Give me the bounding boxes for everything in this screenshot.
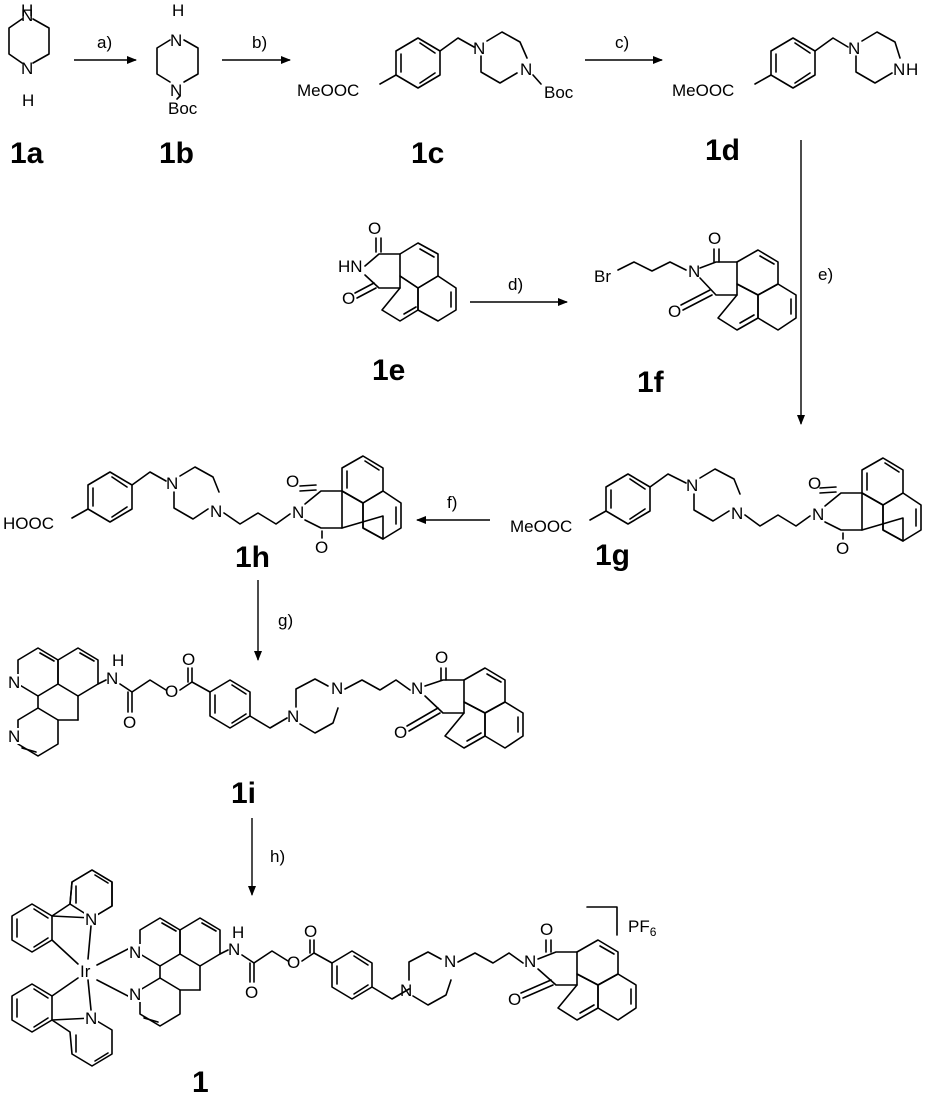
atom-O: O — [394, 723, 407, 742]
compound-1g: MeOOC N N N O O 1g — [510, 457, 922, 572]
atom-N: N — [473, 39, 485, 58]
atom-N: N — [287, 707, 299, 726]
atom-H: H — [21, 1, 33, 20]
imide-NH: HN — [338, 257, 363, 276]
atom-O: O — [668, 302, 681, 321]
atom-N: N — [520, 60, 532, 79]
step-label: c) — [615, 33, 629, 52]
ester-group: MeOOC — [510, 517, 572, 536]
atom-O: O — [708, 229, 721, 248]
compound-1: N N Ir N N H N — [11, 869, 657, 1097]
atom-O: O — [508, 990, 521, 1009]
compound-label: 1f — [637, 366, 665, 399]
atom-N: N — [400, 981, 412, 1000]
compound-label: 1d — [705, 134, 740, 167]
atom-O: O — [808, 474, 821, 493]
atom-H: H — [112, 651, 124, 670]
step-label: d) — [508, 275, 523, 294]
atom-N: N — [228, 940, 240, 959]
compound-label: 1g — [595, 539, 630, 572]
boc-group: Boc — [544, 83, 574, 102]
atom-N: N — [524, 952, 536, 971]
bromine: Br — [594, 267, 611, 286]
iridium: Ir — [80, 962, 91, 981]
ester-group: MeOOC — [297, 81, 359, 100]
step-label: h) — [270, 847, 285, 866]
compound-1c: MeOOC N N Boc 1c — [297, 31, 574, 170]
pyridine-N: N — [85, 1009, 97, 1028]
atom-N: N — [893, 60, 905, 79]
atom-N: N — [129, 943, 141, 962]
atom-N: N — [166, 474, 178, 493]
atom-H: H — [232, 923, 244, 942]
step-label: g) — [278, 611, 293, 630]
atom-N: N — [812, 505, 824, 524]
atom-N: N — [331, 679, 343, 698]
atom-N: N — [848, 39, 860, 58]
counterion: PF6 — [628, 917, 657, 939]
compound-label: 1e — [372, 354, 405, 387]
compound-label: 1b — [159, 137, 194, 170]
atom-O: O — [315, 538, 328, 557]
atom-O: O — [245, 983, 258, 1002]
atom-N: N — [686, 476, 698, 495]
atom-N: N — [292, 503, 304, 522]
compound-1e: O HN O 1e — [338, 219, 457, 387]
atom-N: N — [106, 669, 118, 688]
compound-label: 1i — [231, 777, 256, 810]
atom-O: O — [540, 920, 553, 939]
compound-1d: MeOOC N N H 1d — [672, 31, 918, 167]
ester-group: MeOOC — [672, 81, 734, 100]
atom-O: O — [182, 650, 195, 669]
atom-O: O — [342, 289, 355, 308]
atom-H: H — [22, 91, 34, 110]
acid-group: HOOC — [3, 514, 54, 533]
atom-N: N — [21, 59, 33, 78]
atom-N: N — [411, 679, 423, 698]
atom-O: O — [287, 953, 300, 972]
atom-N: N — [170, 81, 182, 100]
atom-H: H — [172, 1, 184, 20]
step-label: e) — [818, 265, 833, 284]
atom-N: N — [210, 502, 222, 521]
atom-N: N — [21, 6, 33, 25]
step-label: b) — [252, 33, 267, 52]
atom-N: N — [688, 262, 700, 281]
atom-N: N — [444, 952, 456, 971]
compound-1i: N N H N O O O N N N O O — [7, 647, 524, 810]
atom-N: N — [731, 504, 743, 523]
compound-label: 1a — [10, 137, 44, 170]
compound-label: 1c — [411, 137, 444, 170]
atom-H: H — [906, 60, 918, 79]
boc-group: Boc — [168, 99, 198, 118]
atom-O: O — [435, 648, 448, 667]
atom-O: O — [123, 713, 136, 732]
atom-O: O — [368, 219, 381, 238]
atom-O: O — [165, 682, 178, 701]
compound-label: 1h — [235, 541, 270, 574]
compound-1f: Br N O O 1f — [594, 229, 797, 399]
step-label: f) — [447, 493, 457, 512]
compound-1b: H N N Boc 1b — [156, 1, 199, 170]
compound-1a: N H N H 1a — [8, 1, 50, 170]
atom-N: N — [8, 673, 20, 692]
pyridine-N: N — [85, 910, 97, 929]
compound-label: 1 — [192, 1066, 209, 1097]
compound-1h: HOOC N N N O O 1h — [3, 455, 402, 574]
atom-N: N — [129, 985, 141, 1004]
atom-N: N — [170, 31, 182, 50]
atom-O: O — [304, 922, 317, 941]
atom-O: O — [286, 472, 299, 491]
atom-N: N — [8, 727, 20, 746]
atom-O: O — [836, 539, 849, 558]
step-label: a) — [97, 33, 112, 52]
